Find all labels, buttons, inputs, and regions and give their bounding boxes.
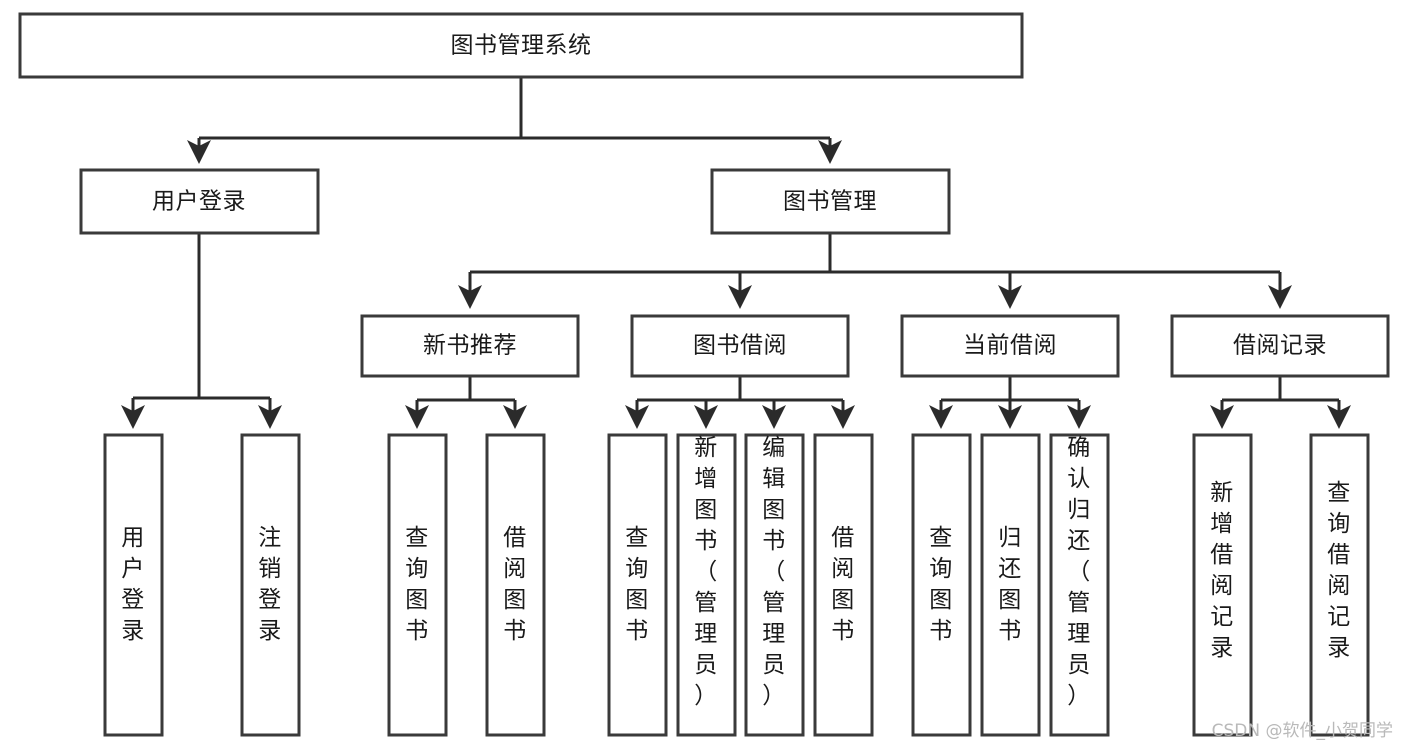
leaf-node-query-book-3-label: 查询图书 (929, 525, 953, 644)
connector-bookmanage-to-level2 (458, 233, 1292, 309)
connector-bookborrow-to-leaves (625, 376, 855, 429)
node-root[interactable]: 图书管理系统 (18, 12, 1024, 79)
leaf-node-add-book-label: 新增图书（管理员） (694, 435, 718, 709)
node-book-borrow[interactable]: 图书借阅 (630, 314, 850, 378)
leaf-node-confirm-return-label: 确认归还（管理员） (1067, 435, 1091, 709)
leaf-node-logout-login[interactable]: 注销登录 (240, 433, 301, 737)
leaf-node-return-book-label: 归还图书 (998, 525, 1022, 644)
node-book-manage-label: 图书管理 (783, 189, 877, 215)
node-borrow-record-label: 借阅记录 (1233, 333, 1327, 359)
leaf-node-add-record-label: 新增借阅记录 (1210, 480, 1234, 661)
node-new-book-recommend[interactable]: 新书推荐 (360, 314, 580, 378)
leaf-node-borrow-book-2-label: 借阅图书 (831, 525, 855, 644)
csdn-watermark: CSDN @软件_小贺同学 (1211, 721, 1393, 741)
leaf-node-query-book-2[interactable]: 查询图书 (607, 433, 668, 737)
leaf-node-query-book-3[interactable]: 查询图书 (911, 433, 972, 737)
leaf-node-borrow-book-1-label: 借阅图书 (503, 525, 527, 644)
leaf-node-confirm-return[interactable]: 确认归还（管理员） (1049, 433, 1110, 737)
leaf-node-query-book-2-label: 查询图书 (625, 525, 649, 644)
leaf-node-user-login-label: 用户登录 (121, 525, 145, 644)
node-user-login-label: 用户登录 (152, 189, 246, 215)
leaf-node-logout-login-label: 注销登录 (258, 525, 282, 644)
connector-currentborrow-to-leaves (929, 376, 1091, 429)
node-current-borrow[interactable]: 当前借阅 (900, 314, 1120, 378)
connector-newbook-to-leaves (405, 376, 527, 429)
leaf-node-borrow-book-2[interactable]: 借阅图书 (813, 433, 874, 737)
leaf-node-query-record-label: 查询借阅记录 (1327, 480, 1351, 661)
connector-root-to-level1 (187, 77, 842, 164)
leaf-node-edit-book-label: 编辑图书（管理员） (762, 435, 786, 709)
node-book-manage[interactable]: 图书管理 (710, 168, 951, 235)
leaf-node-return-book[interactable]: 归还图书 (980, 433, 1041, 737)
leaf-node-user-login[interactable]: 用户登录 (103, 433, 164, 737)
leaf-node-add-record[interactable]: 新增借阅记录 (1192, 433, 1253, 737)
node-root-label: 图书管理系统 (451, 33, 592, 59)
node-current-borrow-label: 当前借阅 (963, 333, 1057, 359)
leaf-node-add-book[interactable]: 新增图书（管理员） (676, 433, 737, 737)
leaf-node-query-book-1-label: 查询图书 (405, 525, 429, 644)
node-borrow-record[interactable]: 借阅记录 (1170, 314, 1390, 378)
node-new-book-recommend-label: 新书推荐 (423, 333, 517, 359)
leaf-node-borrow-book-1[interactable]: 借阅图书 (485, 433, 546, 737)
node-user-login[interactable]: 用户登录 (79, 168, 320, 235)
connector-userlogin-to-leaves (121, 233, 282, 429)
leaf-node-query-book-1[interactable]: 查询图书 (387, 433, 448, 737)
leaf-node-query-record[interactable]: 查询借阅记录 (1309, 433, 1370, 737)
connector-borrowrecord-to-leaves (1210, 376, 1351, 429)
node-book-borrow-label: 图书借阅 (693, 333, 787, 359)
leaf-node-edit-book[interactable]: 编辑图书（管理员） (744, 433, 805, 737)
